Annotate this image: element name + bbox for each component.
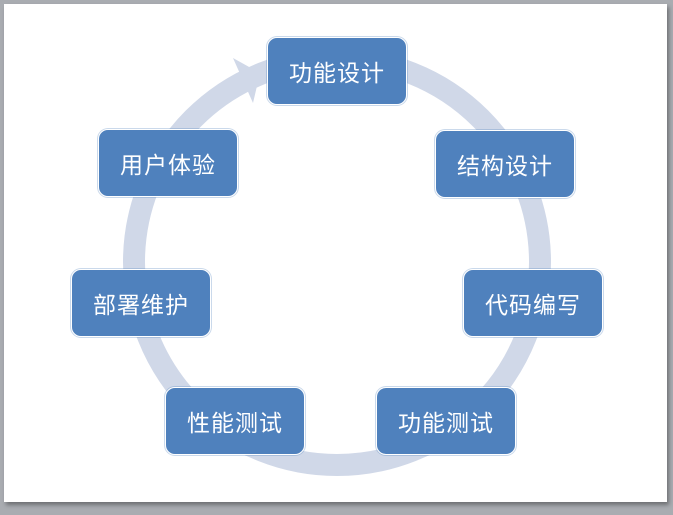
cycle-node-deployment[interactable]: 部署维护 bbox=[71, 269, 211, 337]
node-label: 性能测试 bbox=[187, 411, 283, 437]
cycle-node-structural-design[interactable]: 结构设计 bbox=[435, 130, 575, 198]
node-label: 功能设计 bbox=[289, 61, 385, 87]
node-label: 代码编写 bbox=[485, 293, 581, 319]
cycle-node-user-experience[interactable]: 用户体验 bbox=[98, 129, 238, 197]
node-label: 部署维护 bbox=[93, 293, 189, 319]
cycle-node-performance-testing[interactable]: 性能测试 bbox=[165, 387, 305, 455]
node-label: 用户体验 bbox=[120, 153, 216, 179]
cycle-arrowhead-icon bbox=[233, 58, 260, 103]
cycle-node-functional-design[interactable]: 功能设计 bbox=[267, 37, 407, 105]
cycle-node-coding[interactable]: 代码编写 bbox=[463, 269, 603, 337]
cycle-node-functional-testing[interactable]: 功能测试 bbox=[376, 387, 516, 455]
node-label: 功能测试 bbox=[398, 411, 494, 437]
node-label: 结构设计 bbox=[457, 154, 553, 180]
slide-canvas: 功能设计 结构设计 代码编写 功能测试 性能测试 部署维护 用户体验 bbox=[4, 4, 667, 502]
